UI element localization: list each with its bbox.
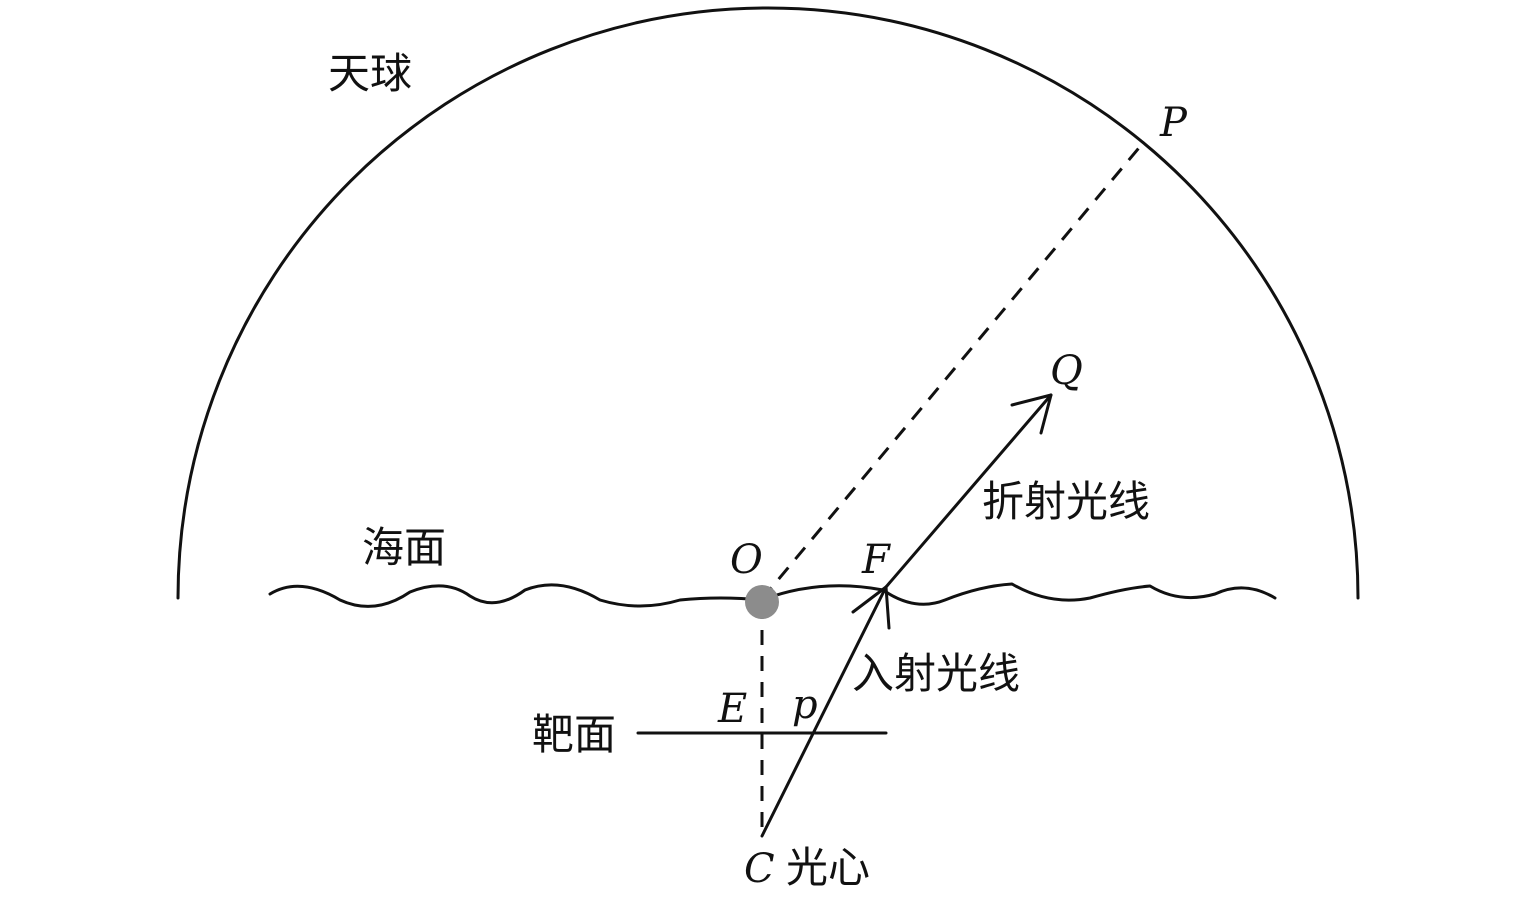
point-o-label: O bbox=[730, 537, 763, 583]
point-p-label: P bbox=[1159, 100, 1188, 146]
incident-ray-label: 入射光线 bbox=[852, 649, 1020, 698]
dashed-line-op bbox=[760, 142, 1145, 600]
point-q-label: Q bbox=[1050, 348, 1083, 394]
point-c-label: C bbox=[744, 846, 775, 892]
point-e-label: E bbox=[717, 686, 747, 732]
point-o-marker bbox=[745, 585, 779, 619]
point-f-label: F bbox=[861, 537, 891, 583]
point-p-small-label: p bbox=[792, 682, 818, 728]
target-plane-label: 靶面 bbox=[532, 710, 616, 759]
celestial-sphere-label: 天球 bbox=[328, 49, 412, 98]
sea-surface-label: 海面 bbox=[362, 523, 446, 572]
optical-center-label: 光心 bbox=[786, 843, 870, 892]
refracted-ray-label: 折射光线 bbox=[982, 477, 1150, 526]
incident-ray-arrowhead bbox=[851, 585, 891, 630]
celestial-sphere-arc bbox=[176, 6, 1360, 600]
incident-ray-line bbox=[760, 585, 888, 838]
refracted-ray-arrowhead bbox=[1010, 393, 1053, 435]
refracted-ray-line bbox=[884, 393, 1053, 589]
